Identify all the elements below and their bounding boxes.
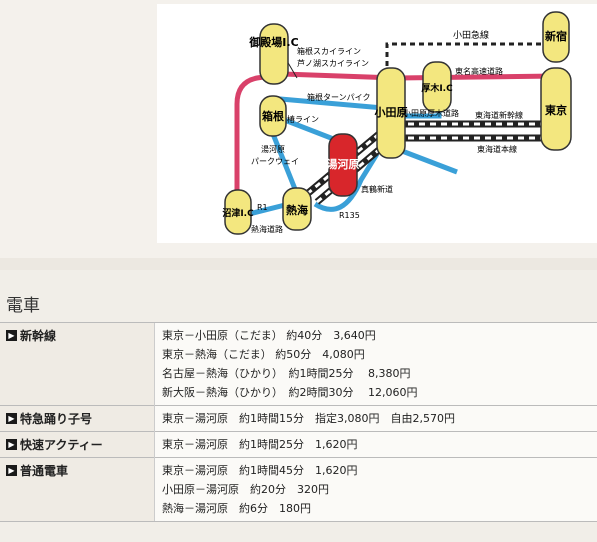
route-line: 東京－小田原（こだま） 約40分 3,640円	[162, 329, 376, 342]
category-cell: ▶新幹線	[0, 322, 155, 406]
category-name: 特急踊り子号	[20, 412, 93, 426]
station-numazu: 沼津I.C	[222, 189, 254, 235]
station-yugawara-label: 湯河原	[327, 157, 360, 171]
label-shinkoku: 真鶴新道	[361, 184, 393, 194]
route-row: ▶普通電車 東京－湯河原 約1時間45分 1,620円 小田原－湯河原 約20分…	[0, 457, 597, 522]
map-area: 御殿場I.C 箱根 沼津I.C 熱海 湯河原 小田原	[0, 0, 597, 258]
route-line: 小田原－湯河原 約20分 320円	[162, 483, 329, 496]
category-name: 普通電車	[20, 464, 69, 478]
route-row: ▶快速アクティー 東京－湯河原 約1時間25分 1,620円	[0, 431, 597, 458]
tomei-expressway-line	[234, 71, 284, 194]
label-yugawara-parkway-2: パークウェイ	[251, 157, 299, 166]
station-atsugi-label: 厚木I.C	[421, 82, 453, 94]
label-r135: R135	[339, 211, 360, 220]
play-marker-icon: ▶	[6, 439, 17, 450]
label-yugawara-parkway-1: 湯河原	[261, 144, 285, 154]
station-gotemba-label: 御殿場I.C	[248, 35, 298, 49]
route-info-cell: 東京－湯河原 約1時間45分 1,620円 小田原－湯河原 約20分 320円 …	[154, 457, 597, 522]
station-hakone-label: 箱根	[262, 109, 285, 123]
category-cell: ▶特急踊り子号	[0, 405, 155, 432]
route-line: 東京－湯河原 約1時間45分 1,620円	[162, 464, 358, 477]
section-divider	[0, 258, 597, 270]
category-name: 新幹線	[20, 329, 57, 343]
route-row: ▶特急踊り子号 東京－湯河原 約1時間15分 指定3,080円 自由2,570円	[0, 405, 597, 432]
category-name: 快速アクティー	[20, 438, 103, 452]
label-ashinoko-skyline: 芦ノ湖スカイライン	[297, 58, 369, 68]
route-line: 東京－熱海（こだま） 約50分 4,080円	[162, 348, 365, 361]
route-row: ▶新幹線 東京－小田原（こだま） 約40分 3,640円 東京－熱海（こだま） …	[0, 322, 597, 406]
station-shinjuku-label: 新宿	[545, 29, 567, 43]
route-map-svg: 御殿場I.C 箱根 沼津I.C 熱海 湯河原 小田原	[222, 11, 572, 235]
station-hakone: 箱根	[259, 95, 287, 137]
station-odawara: 小田原	[374, 67, 408, 159]
label-odakyu: 小田急線	[453, 29, 489, 41]
route-line: 東京－湯河原 約1時間15分 指定3,080円 自由2,570円	[162, 412, 455, 425]
play-marker-icon: ▶	[6, 465, 17, 476]
hakone-turnpike	[268, 95, 384, 111]
section-title: 電車	[6, 296, 40, 316]
label-hakone-skyline: 箱根スカイライン	[297, 46, 361, 56]
station-atami-label: 熱海	[286, 203, 308, 217]
route-line: 熱海－湯河原 約6分 180円	[162, 502, 311, 515]
route-info-cell: 東京－湯河原 約1時間25分 1,620円	[154, 431, 597, 458]
odakyu-line	[385, 34, 559, 84]
label-odawara-atsugi: 小田原厚木道路	[403, 108, 459, 118]
label-shinkansen: 東海道新幹線	[475, 110, 523, 120]
label-tsubaki: 椿ライン	[287, 114, 319, 124]
station-atsugi: 厚木I.C	[421, 61, 453, 113]
station-tokyo-label: 東京	[545, 103, 567, 117]
label-r1: R1	[257, 203, 268, 212]
train-routes-table: ▶新幹線 東京－小田原（こだま） 約40分 3,640円 東京－熱海（こだま） …	[0, 322, 597, 522]
route-map: 御殿場I.C 箱根 沼津I.C 熱海 湯河原 小田原	[157, 4, 597, 243]
play-marker-icon: ▶	[6, 413, 17, 424]
label-honsen: 東海道本線	[477, 144, 517, 154]
route-info-cell: 東京－湯河原 約1時間15分 指定3,080円 自由2,570円	[154, 405, 597, 432]
route-line: 名古屋－熱海（ひかり） 約1時間25分 8,380円	[162, 367, 411, 380]
station-yugawara: 湯河原	[327, 133, 360, 197]
station-shinjuku: 新宿	[542, 11, 570, 63]
label-atami-road: 熱海道路	[251, 224, 283, 234]
route-info-cell: 東京－小田原（こだま） 約40分 3,640円 東京－熱海（こだま） 約50分 …	[154, 322, 597, 406]
label-tomei: 東名高速道路	[455, 66, 503, 76]
route-line: 東京－湯河原 約1時間25分 1,620円	[162, 438, 358, 451]
play-marker-icon: ▶	[6, 330, 17, 341]
r135-road	[313, 152, 380, 212]
station-numazu-label: 沼津I.C	[222, 207, 254, 219]
tomei-expressway-east	[282, 71, 558, 81]
category-cell: ▶普通電車	[0, 457, 155, 522]
route-line: 新大阪－熱海（ひかり） 約2時間30分 12,060円	[162, 386, 418, 399]
label-turnpike: 箱根ターンパイク	[307, 92, 370, 102]
station-tokyo: 東京	[540, 67, 572, 151]
station-odawara-label: 小田原	[374, 105, 408, 119]
category-cell: ▶快速アクティー	[0, 431, 155, 458]
station-gotemba: 御殿場I.C	[248, 23, 299, 85]
station-atami: 熱海	[282, 187, 312, 231]
